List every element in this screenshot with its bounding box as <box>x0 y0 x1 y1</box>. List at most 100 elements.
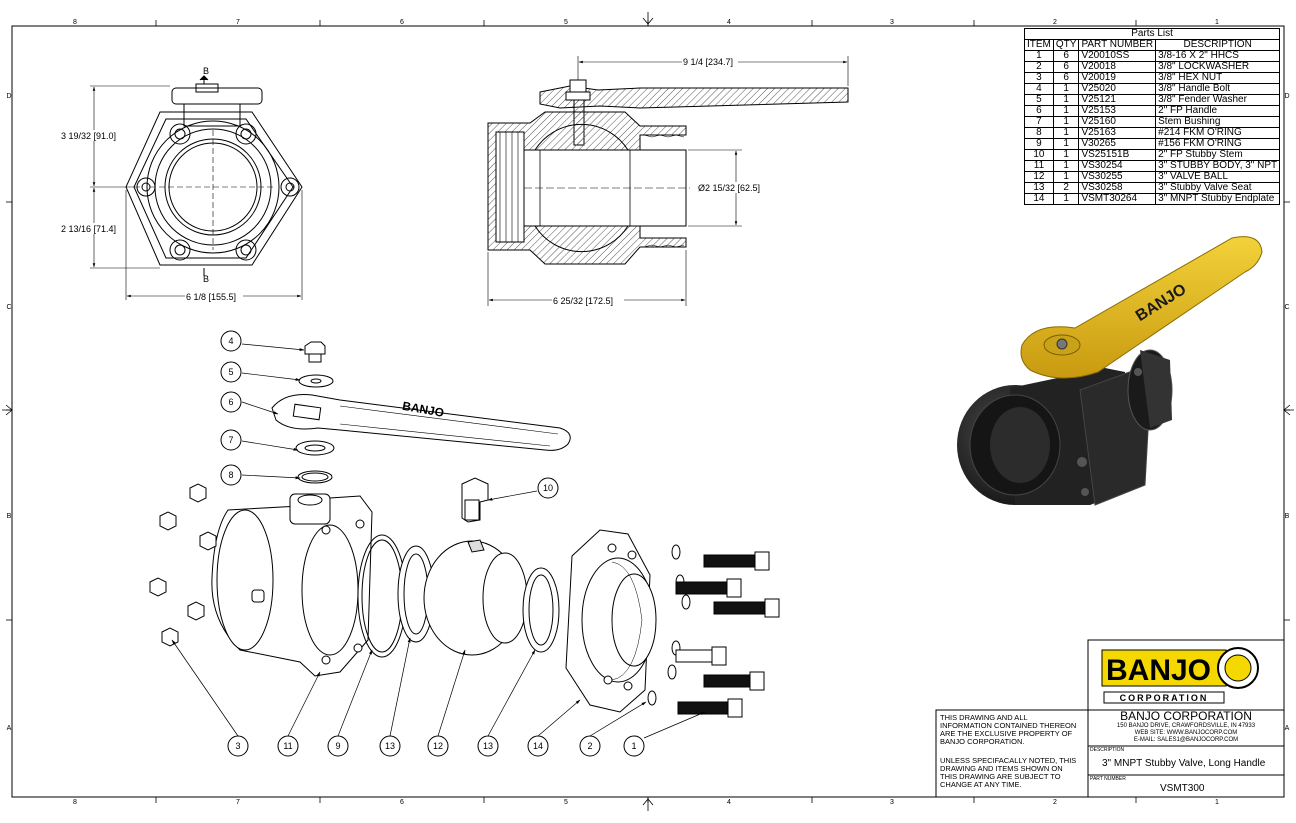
section-mark-top: B <box>203 66 209 76</box>
qty-cell: 6 <box>1052 61 1080 73</box>
leader-lines <box>171 343 706 739</box>
zone-row-label: D <box>6 93 11 100</box>
svg-text:10: 10 <box>543 483 553 493</box>
part-number-cell: V25163 <box>1078 127 1157 139</box>
part-number-label: PART NUMBER <box>1090 776 1126 782</box>
company-name: BANJO CORPORATION <box>1120 709 1252 723</box>
item-cell: 2 <box>1024 61 1054 73</box>
qty-cell: 1 <box>1052 160 1080 172</box>
description-cell: #156 FKM O'RING <box>1155 138 1281 150</box>
description-cell: 3" VALVE BALL <box>1155 171 1281 183</box>
parts-list-header: ITEM QTY PART NUMBER DESCRIPTION <box>1024 39 1281 51</box>
zone-col-label: 2 <box>1053 799 1057 806</box>
part-number-cell: V25020 <box>1078 83 1157 95</box>
balloon-3: 3 <box>227 735 249 757</box>
qty-cell: 1 <box>1052 171 1080 183</box>
company-contact: 150 BANJO DRIVE, CRAWFORDSVILLE, IN 4793… <box>1116 723 1256 743</box>
part-number-cell: V30265 <box>1078 138 1157 150</box>
balloon-14: 14 <box>527 735 549 757</box>
item-cell: 6 <box>1024 105 1054 117</box>
zone-col-label: 6 <box>400 19 404 26</box>
item-cell: 14 <box>1024 193 1054 205</box>
svg-text:6: 6 <box>228 397 233 407</box>
svg-text:13: 13 <box>483 741 493 751</box>
balloon-12: 12 <box>427 735 449 757</box>
part-number-cell: VS25151B <box>1078 149 1157 161</box>
hex-bolts <box>675 551 780 718</box>
qty-cell: 6 <box>1052 72 1080 84</box>
balloon-2: 2 <box>579 735 601 757</box>
svg-text:3: 3 <box>235 741 240 751</box>
description-cell: 3" MNPT Stubby Endplate <box>1155 193 1281 205</box>
svg-text:BANJO: BANJO <box>1106 654 1211 687</box>
item-cell: 9 <box>1024 138 1054 150</box>
zone-col-label: 5 <box>564 19 568 26</box>
zone-row-label: B <box>7 513 12 520</box>
svg-text:CORPORATION: CORPORATION <box>1120 693 1209 703</box>
svg-text:4: 4 <box>228 336 233 346</box>
zone-col-label: 2 <box>1053 19 1057 26</box>
hex-nuts <box>149 483 217 647</box>
valve-render: BANJO <box>957 236 1263 506</box>
item-cell: 4 <box>1024 83 1054 95</box>
stubby-body <box>211 493 373 677</box>
qty-cell: 1 <box>1052 138 1080 150</box>
balloon-7: 7 <box>220 429 242 451</box>
part-number-value: VSMT300 <box>1160 783 1205 794</box>
zone-col-label: 1 <box>1215 19 1219 26</box>
description-value: 3" MNPT Stubby Valve, Long Handle <box>1102 758 1266 769</box>
svg-text:2: 2 <box>587 741 592 751</box>
balloon-13a: 13 <box>379 735 401 757</box>
qty-cell: 1 <box>1052 127 1080 139</box>
part-number-cell: V20010SS <box>1078 50 1157 62</box>
dim-width-front: 6 1/8 [155.5] <box>186 292 236 302</box>
svg-text:7: 7 <box>228 435 233 445</box>
svg-text:11: 11 <box>283 741 292 751</box>
mnpt-endplate <box>565 529 657 713</box>
part-number-cell: V20018 <box>1078 61 1157 73</box>
section-mark-bottom: B <box>203 274 209 284</box>
zone-row-label: C <box>1284 304 1289 311</box>
balloon-11: 11 <box>277 735 299 757</box>
parts-list-table: Parts List ITEM QTY PART NUMBER DESCRIPT… <box>1024 28 1281 205</box>
description-cell: 3" STUBBY BODY, 3" NPT <box>1155 160 1281 172</box>
zone-col-label: 8 <box>73 19 77 26</box>
item-cell: 13 <box>1024 182 1054 194</box>
zone-row-label: D <box>1284 93 1289 100</box>
item-cell: 10 <box>1024 149 1054 161</box>
front-view <box>125 75 303 276</box>
description-cell: 3" Stubby Valve Seat <box>1155 182 1281 194</box>
qty-cell: 1 <box>1052 105 1080 117</box>
description-cell: 3/8" HEX NUT <box>1155 72 1281 84</box>
stubby-stem <box>461 477 489 523</box>
title-block-frame <box>935 639 1285 798</box>
item-cell: 8 <box>1024 127 1054 139</box>
description-cell: 2" FP Handle <box>1155 105 1281 117</box>
svg-text:13: 13 <box>385 741 395 751</box>
svg-text:14: 14 <box>533 741 543 751</box>
center-marks <box>2 12 1294 811</box>
header-part-number: PART NUMBER <box>1078 39 1157 51</box>
dim-handle-length: 9 1/4 [234.7] <box>683 57 733 67</box>
part-number-cell: V20019 <box>1078 72 1157 84</box>
balloon-9: 9 <box>327 735 349 757</box>
header-description: DESCRIPTION <box>1155 39 1281 51</box>
item-cell: 5 <box>1024 94 1054 106</box>
dim-diameter: Ø2 15/32 [62.5] <box>698 183 760 193</box>
part-number-cell: V25121 <box>1078 94 1157 106</box>
balloon-6: 6 <box>220 391 242 413</box>
zone-col-label: 8 <box>73 799 77 806</box>
item-cell: 12 <box>1024 171 1054 183</box>
part-number-cell: V25160 <box>1078 116 1157 128</box>
part-number-cell: VS30254 <box>1078 160 1157 172</box>
parts-list-title: Parts List <box>1024 28 1281 39</box>
description-cell: 3/8" Handle Bolt <box>1155 83 1281 95</box>
